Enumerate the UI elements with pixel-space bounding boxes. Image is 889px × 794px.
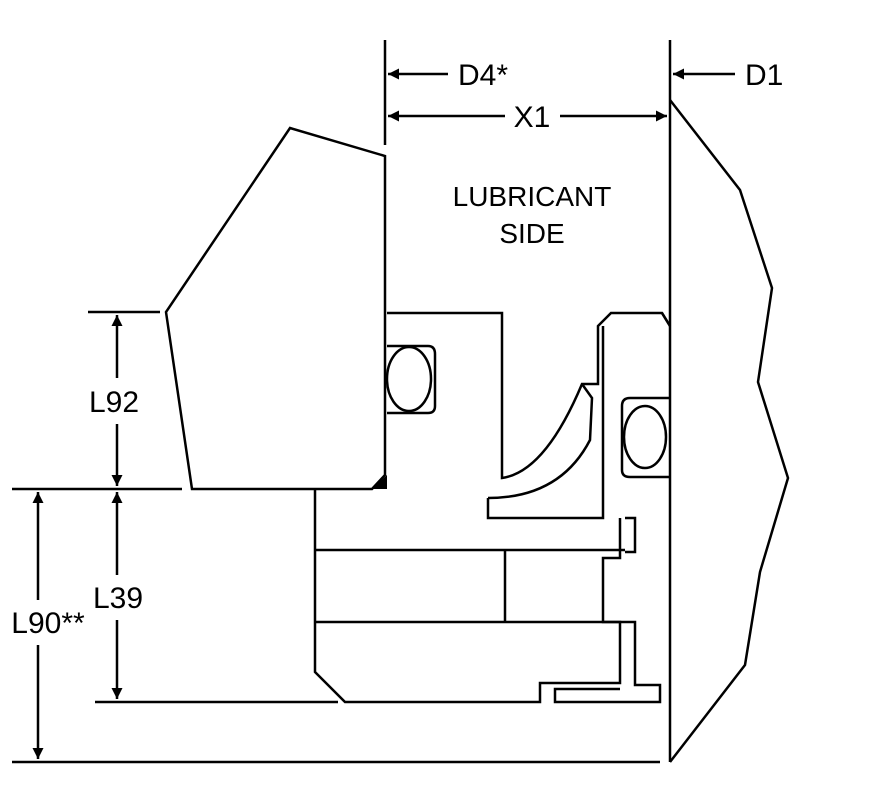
rotor-body bbox=[387, 311, 672, 480]
label-lubricant: LUBRICANT bbox=[453, 181, 612, 212]
label-d1: D1 bbox=[745, 59, 783, 92]
label-side: SIDE bbox=[499, 218, 564, 249]
label-l39: L39 bbox=[93, 582, 143, 615]
sleeve-chamfer bbox=[372, 475, 387, 489]
oring-right bbox=[622, 404, 668, 470]
rotor-lip-curve bbox=[487, 383, 594, 500]
shaft-sleeve-body bbox=[164, 126, 387, 491]
housing-wall bbox=[669, 99, 790, 763]
label-l92: L92 bbox=[89, 386, 139, 419]
stator-back bbox=[660, 312, 672, 327]
oring-groove-left bbox=[387, 344, 437, 415]
oring-groove-right bbox=[620, 396, 670, 479]
label-x1: X1 bbox=[514, 101, 551, 134]
oring-left bbox=[385, 345, 433, 413]
label-l90: L90** bbox=[11, 607, 85, 640]
lower-body-outline bbox=[313, 489, 622, 704]
stator-lower-flange bbox=[625, 516, 637, 554]
rotor-lip-outer bbox=[486, 326, 605, 520]
stator-lower-flange-2 bbox=[553, 620, 662, 704]
label-d4: D4* bbox=[458, 59, 508, 92]
